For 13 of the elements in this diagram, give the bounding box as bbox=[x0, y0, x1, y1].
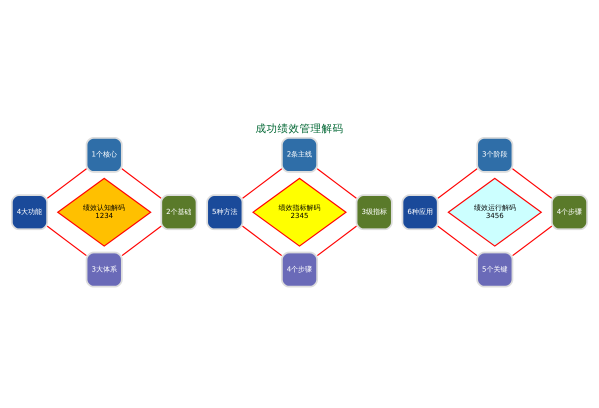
connector bbox=[242, 168, 282, 199]
diagram-title: 成功绩效管理解码 bbox=[256, 123, 344, 136]
connector bbox=[122, 226, 162, 256]
connector bbox=[316, 226, 357, 256]
connector bbox=[46, 168, 87, 199]
connector bbox=[512, 226, 552, 256]
connector bbox=[46, 226, 87, 256]
connector bbox=[316, 168, 357, 199]
connector bbox=[437, 226, 478, 256]
connector bbox=[512, 168, 552, 199]
connector bbox=[242, 226, 282, 256]
connector bbox=[438, 168, 478, 199]
connector bbox=[122, 168, 162, 199]
